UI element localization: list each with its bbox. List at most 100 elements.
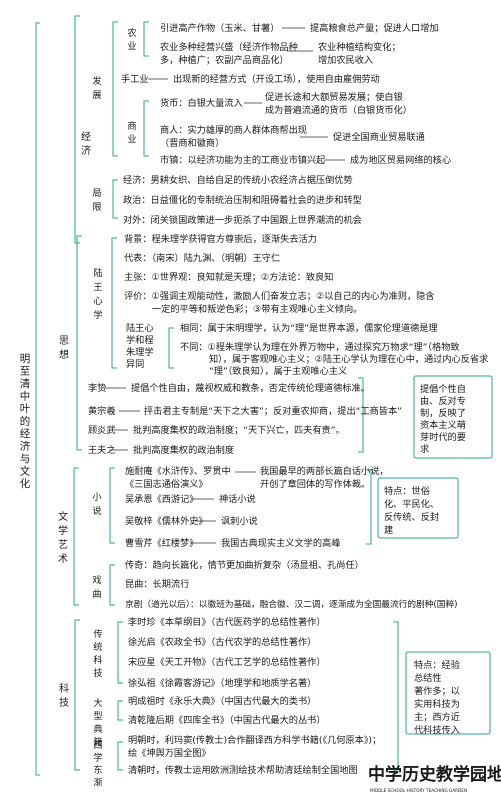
thought-note-5: 求 <box>420 443 429 455</box>
thinker-text-2: 批判高度集权的政治制度；“天下兴亡，匹夫有责”。 <box>133 424 345 436</box>
commerce-label: 商业 <box>127 120 136 145</box>
agriculture-label: 农业 <box>127 27 136 52</box>
tradition-bracket <box>117 621 123 684</box>
thinker-text-0: 提倡个性自由，蔑视权威和教条，否定传统伦理道德标准。 <box>131 382 370 394</box>
development-label: 发展 <box>92 75 101 101</box>
thinker-name-1: 黄宗羲 <box>88 405 116 417</box>
novel-note-3: 建 <box>384 524 393 536</box>
merchants-line2: （晋商和徽商） <box>160 137 224 149</box>
merchants-result: 促进全国商业贸易联通 <box>333 131 425 143</box>
diff-bracket <box>168 327 174 369</box>
thought-label: 思想 <box>59 335 69 361</box>
thought-note-4: 芽时代的要 <box>420 431 466 443</box>
limits-econ: 经济：男耕女织、自给自足的传统小农经济占据压倒优势 <box>123 174 353 186</box>
economy-label: 经济 <box>81 130 91 157</box>
agriculture-row1: 引进高产作物（玉米、甘薯） <box>160 22 279 34</box>
wang-background: 背景：程朱理学获得官方尊崇后，逐渐失去活力 <box>124 233 317 245</box>
commerce-bracket <box>143 100 149 157</box>
novel-note-0: 特点：世俗 <box>384 485 430 497</box>
tradition-label: 传统科技 <box>93 628 102 679</box>
agriculture-row2-line1: 农业多种经营兴盛（经济作物品种 <box>160 41 298 53</box>
diff-label-3: 朱理学 <box>126 346 154 358</box>
science-label: 科技 <box>59 682 69 709</box>
handicraft-text: 出现新的经营方式（开设工场），使用自由雇佣劳动 <box>173 73 380 85</box>
thought-note-3: 资本主义萌 <box>420 419 466 431</box>
culture-label: 文学艺术 <box>58 510 68 565</box>
handicraft-label: 手工业 <box>121 73 149 85</box>
novel-note-1: 化、平民化、 <box>384 498 439 510</box>
thinker-name-0: 李贽 <box>88 382 106 394</box>
novel-r1-line1: 施耐庵《水浒传》、罗贯中 <box>125 465 231 477</box>
novel-r1-result1: 我国最早的两部长篇白话小说， <box>260 465 389 477</box>
towns-text: 市镇：以经济功能为主的工商业市镇兴起 <box>160 154 325 166</box>
tradition-row-0: 李时珍《本草纲目》（古代医药学的总结性著作） <box>128 616 326 628</box>
science-bracket <box>74 619 80 771</box>
svg-text:明至清中叶的经济与文化: 明至清中叶的经济与文化 <box>20 353 31 490</box>
western-bracket <box>117 741 123 771</box>
science-note-1: 总结性 <box>414 672 442 684</box>
diff-d2: 知），属于客观唯心主义；②陆王心学认为理在心中，通过内心反省求 <box>209 353 488 365</box>
limits-foreign: 对外：闭关锁国政策进一步扼杀了中国跟上世界潮流的机会 <box>123 214 362 226</box>
novel-r2: 吴承恩《西游记》 <box>125 493 199 505</box>
thought-note-0: 提倡个性自 <box>420 383 466 395</box>
novel-r4-result: 我国古典现实主义文学的高峰 <box>221 537 340 549</box>
thinker-name-2: 顾炎武 <box>88 424 116 436</box>
towns-result: 成为地区贸易网络的核心 <box>350 154 451 166</box>
diff-same: 相同：属于宋明理学，认为“理”是世界本源，儒家伦理道德是理 <box>180 322 438 334</box>
thinker-text-3: 批判高度集权的政治制度 <box>133 444 234 456</box>
encyclopedia-label: 大型典籍 <box>93 697 102 748</box>
novel-r2-result: 神话小说 <box>219 493 256 505</box>
agriculture-row2-line2: 多，种植广；农副产品商品化） <box>160 54 289 66</box>
science-note-2: 著作多；以 <box>414 685 460 697</box>
encyclopedia-bracket <box>117 700 123 721</box>
science-note-3: 实用科技为 <box>414 698 460 710</box>
thinker-text-1: 抨击君主专制是“天下之大害”；反对重农抑商，提出“工商皆本” <box>144 405 402 417</box>
agriculture-row2-result2: 增加农民收入 <box>318 54 373 66</box>
drama-bracket <box>109 564 115 606</box>
drama-jingju: 京剧（道光以后）：以徽班为基础，融合徽、汉二调，逐渐成为全国最流行的剧种(国粹) <box>125 598 458 610</box>
development-bracket <box>112 21 118 157</box>
western-r1-line2: 绘《坤舆万国全图》 <box>128 747 211 759</box>
novel-label: 小说 <box>92 492 101 517</box>
tradition-row-3: 徐弘祖《徐霞客游记》（地理学和地质学名著） <box>128 677 316 689</box>
currency-result2: 成为普遍流通的货币（白银货币化） <box>265 104 412 116</box>
thought-note-2: 制，反映了 <box>420 407 466 419</box>
currency-text: 货币：白银大量流入 <box>160 97 243 109</box>
thinker-name-3: 王夫之 <box>88 444 116 456</box>
science-note-5: 代科技传入 <box>414 724 460 736</box>
novel-r4: 曹雪芹《红楼梦》 <box>125 537 199 549</box>
limits-bracket <box>112 179 118 219</box>
limits-label: 局限 <box>92 188 101 213</box>
culture-bracket <box>73 467 79 606</box>
novel-r3: 吴敬梓《儒林外史》 <box>125 515 208 527</box>
diff-label-2: 学和程 <box>126 334 154 346</box>
tradition-row-2: 宋应星《天工开物》（古代工艺学的总结性著作） <box>128 656 326 668</box>
novel-note-box <box>377 477 459 539</box>
agriculture-row2-result1: 农业种植结构变化； <box>318 41 401 53</box>
economy-bracket <box>74 15 80 244</box>
encyclopedia-row-1: 清乾隆后期《四库全书》（中国古代最大的丛书） <box>128 714 326 726</box>
diff-d3: “理”（致良知），属于主观唯心主义 <box>209 365 347 377</box>
drama-chuanqi: 传奇：趋向长篇化，情节更加曲折复杂（汤显祖、孔尚任） <box>125 559 364 571</box>
thinkers-bracket <box>358 377 364 453</box>
drama-label: 戏曲 <box>92 574 101 600</box>
tradition-row-1: 徐光启《农政全书》（古代农学的总结性著作） <box>128 636 316 648</box>
thought-bracket <box>76 235 82 451</box>
root-bracket <box>35 22 40 776</box>
currency-result1: 促进长途和大额贸易发展；使白银 <box>265 91 403 103</box>
logo-subtitle: MIDDLE SCHOOL HISTORY TEACHING GARDEN <box>370 788 467 793</box>
diff-d1: 不同：①程朱理学认为理在外界万物中，通过探究万物求“理”（格物致 <box>180 341 460 353</box>
science-note-bracket <box>393 621 399 771</box>
science-note-box <box>405 651 491 735</box>
novel-note-bracket <box>366 469 372 545</box>
science-note-0: 特点：经验 <box>414 659 460 671</box>
novel-r1-result2: 开创了章回体的写作体裁。 <box>260 478 370 490</box>
novel-r1-line2: 《三国志通俗演义》 <box>125 478 208 490</box>
thought-note-1: 由、反对专 <box>420 395 466 407</box>
root-label: 明至清中叶的经济与文化 <box>20 353 31 490</box>
limits-politics: 政治：日益僵化的专制统治压制和阻碍着社会的进步和转型 <box>123 194 362 206</box>
wang-label: 陆王心学 <box>93 267 102 321</box>
western-label: 西学东渐 <box>93 740 102 789</box>
wang-eval-line2: 一定的平等和叛逆色彩；③带有主观唯心主义倾向。 <box>152 303 362 315</box>
